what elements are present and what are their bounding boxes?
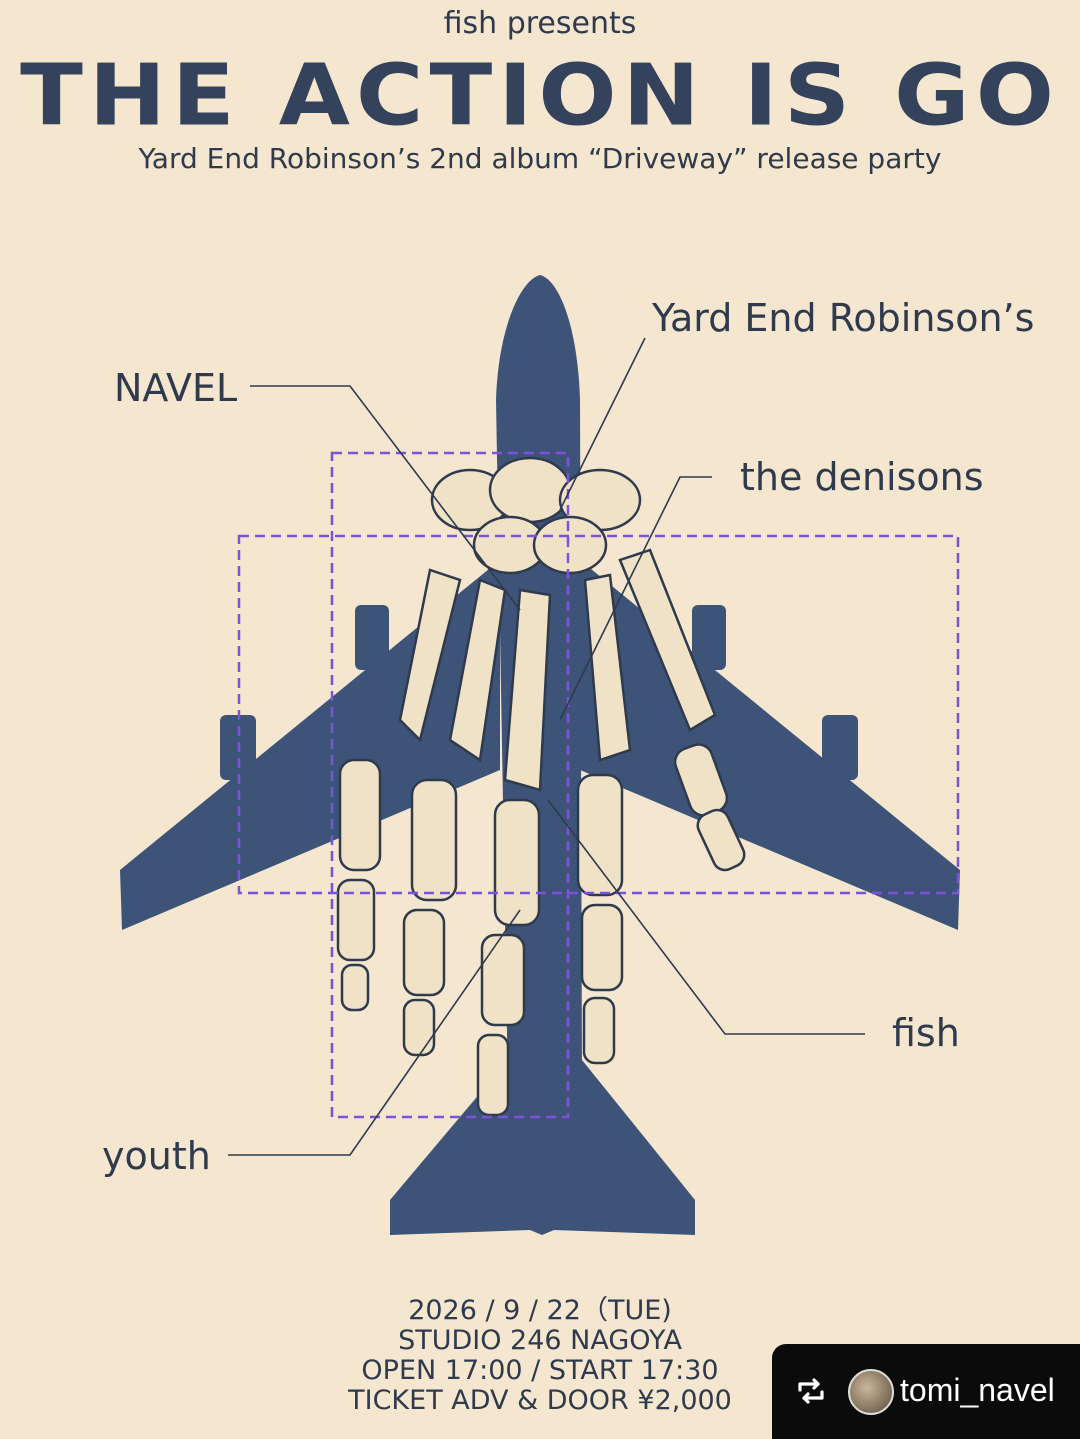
- event-title: THE ACTION IS GO: [20, 46, 1060, 145]
- event-date: 2026 / 9 / 22（TUE): [408, 1295, 672, 1326]
- band-label-yard-end-robinsons: Yard End Robinson’s: [652, 296, 1035, 340]
- band-label-navel: NAVEL: [114, 366, 238, 410]
- band-label-youth: youth: [102, 1134, 211, 1178]
- dashed-frames: [237, 451, 960, 1119]
- presents-line: fish presents: [443, 6, 637, 41]
- repost-username[interactable]: tomi_navel: [900, 1372, 1055, 1408]
- band-label-fish: fish: [892, 1011, 960, 1055]
- repost-badge[interactable]: tomi_navel: [772, 1344, 1080, 1439]
- avatar[interactable]: [848, 1369, 894, 1415]
- event-ticket: TICKET ADV & DOOR ¥2,000: [348, 1385, 732, 1416]
- event-subtitle: Yard End Robinson’s 2nd album “Driveway”…: [138, 142, 942, 175]
- event-venue: STUDIO 246 NAGOYA: [398, 1325, 682, 1356]
- repost-icon: [798, 1378, 824, 1404]
- leader-lines: [228, 337, 865, 1156]
- skeleton-hand: [336, 456, 746, 1117]
- band-label-the-denisons: the denisons: [740, 455, 984, 499]
- event-time: OPEN 17:00 / START 17:30: [361, 1355, 719, 1386]
